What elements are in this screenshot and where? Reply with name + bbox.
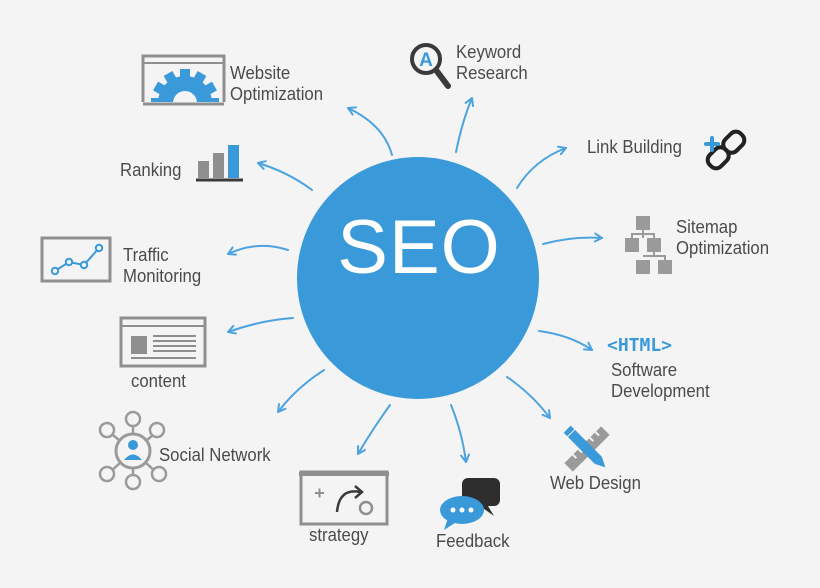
label-line: Software <box>611 360 678 380</box>
magnifier-icon: A <box>410 43 451 89</box>
label-ranking: Ranking <box>120 160 181 181</box>
label-line: Optimization <box>676 238 770 258</box>
whiteboard-icon <box>299 470 389 526</box>
arrow-sitemap <box>542 232 603 245</box>
speech-bubbles-icon <box>440 478 500 530</box>
label-keyword-research: Keyword Research <box>456 42 528 84</box>
label-line: strategy <box>309 525 369 545</box>
label-line: Web Design <box>550 473 641 493</box>
label-line: Link Building <box>587 137 682 157</box>
label-line: Sitemap <box>676 217 738 237</box>
label-traffic-monitoring: Traffic Monitoring <box>123 245 201 287</box>
label-line: Monitoring <box>123 266 202 286</box>
label-line: Research <box>456 63 528 83</box>
label-feedback: Feedback <box>436 531 510 552</box>
label-web-design: Web Design <box>550 473 641 494</box>
label-social-network: Social Network <box>159 445 271 466</box>
arrow-web-design <box>506 376 551 419</box>
label-line: Ranking <box>120 160 182 180</box>
label-line: Optimization <box>230 84 324 104</box>
seo-center-circle <box>297 157 539 399</box>
network-person-icon <box>98 410 168 491</box>
label-software-development: Software Development <box>611 360 710 402</box>
arrow-content <box>227 317 294 335</box>
document-icon <box>119 316 207 368</box>
arrow-strategy <box>357 404 391 455</box>
arrow-website-optimization <box>347 106 393 156</box>
arrow-link-building <box>516 145 567 189</box>
gear-window-icon <box>141 54 227 108</box>
arrow-feedback <box>450 404 471 463</box>
label-line: content <box>131 371 186 391</box>
label-line: Website <box>230 63 291 83</box>
magnifier-letter: A <box>419 50 433 71</box>
html-tag-icon: <HTML> <box>607 335 673 356</box>
arrow-traffic-monitoring <box>227 244 289 256</box>
label-line: Keyword <box>456 42 522 62</box>
arrow-keyword-research <box>455 97 475 153</box>
line-graph-icon <box>40 236 112 283</box>
arrows <box>227 97 603 463</box>
arrow-software-development <box>538 330 593 351</box>
label-line: Traffic <box>123 245 169 265</box>
label-line: Feedback <box>436 531 510 551</box>
label-strategy: strategy <box>309 525 369 546</box>
seo-center-label: SEO <box>337 205 501 290</box>
chain-link-icon <box>704 129 747 171</box>
label-link-building: Link Building <box>587 137 682 158</box>
label-sitemap-optimization: Sitemap Optimization <box>676 217 769 259</box>
label-content: content <box>131 371 186 392</box>
arrow-social-network <box>277 369 325 413</box>
label-line: Development <box>611 381 710 401</box>
sitemap-icon <box>625 216 672 274</box>
label-website-optimization: Website Optimization <box>230 63 323 105</box>
arrow-ranking <box>257 160 313 191</box>
bar-chart-icon <box>196 145 243 182</box>
pencil-ruler-icon <box>563 425 610 472</box>
label-line: Social Network <box>159 445 271 465</box>
